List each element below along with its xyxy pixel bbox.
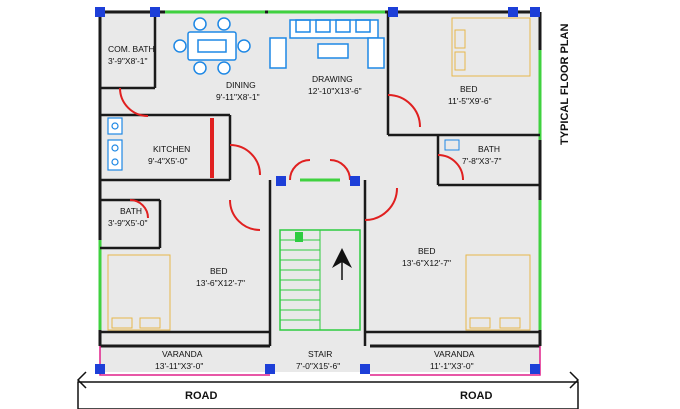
room-size-com-bath: 3'-9"X8'-1" (108, 56, 148, 66)
sink-icon (107, 117, 123, 135)
bed-right (465, 254, 531, 331)
room-size-bed-right: 13'-6"X12'-7" (402, 258, 451, 268)
room-size-varanda-left: 13'-11"X3'-0" (155, 361, 203, 371)
room-size-bed-left: 13'-6"X12'-7" (196, 278, 245, 288)
room-name-stair: STAIR (308, 349, 332, 359)
room-name-drawing: DRAWING (312, 74, 353, 84)
door-bed-top (387, 94, 421, 128)
room-size-kitchen: 9'-4"X5'-0" (148, 156, 188, 166)
room-name-bed-top: BED (460, 84, 477, 94)
north-arrow-icon (332, 248, 352, 280)
door-bath-right (437, 154, 464, 181)
door-bed-left (229, 199, 261, 231)
bed-left (107, 254, 171, 331)
toilet-icon (444, 139, 460, 151)
room-size-drawing: 12'-10"X13'-6" (308, 86, 362, 96)
room-name-bath-left: BATH (120, 206, 142, 216)
stair-post (295, 232, 303, 242)
road-break-right (569, 371, 580, 389)
room-size-stair: 7'-0"X15'-6" (296, 361, 340, 371)
door-kitchen (229, 144, 261, 176)
room-name-dining: DINING (226, 80, 256, 90)
room-name-bed-right: BED (418, 246, 435, 256)
room-name-kitchen: KITCHEN (153, 144, 190, 154)
room-name-com-bath: COM. BATH (108, 44, 155, 54)
road-area (77, 381, 579, 409)
columns (95, 7, 540, 374)
room-size-bath-right: 7'-8"X3'-7" (462, 156, 502, 166)
room-name-bath-right: BATH (478, 144, 500, 154)
door-main-right (329, 159, 351, 181)
stair (279, 229, 361, 331)
interior-walls (100, 12, 540, 346)
room-size-bed-top: 11'-5"X9'-6" (448, 96, 492, 106)
dining-table-icon (173, 17, 251, 75)
sofa-set-icon (269, 19, 385, 69)
road-label-right: ROAD (460, 390, 492, 402)
doors (119, 87, 464, 231)
road-break-left (76, 371, 87, 389)
door-main-left (289, 159, 311, 181)
room-labels: COM. BATH 3'-9"X8'-1" DINING 9'-11"X8'-1… (108, 44, 502, 371)
stove-icon (107, 139, 123, 171)
plan-title: TYPICAL FLOOR PLAN (559, 24, 571, 145)
door-bed-right (364, 187, 398, 221)
parapet-lines (99, 346, 541, 376)
room-size-varanda-right: 11'-1"X3'-0" (430, 361, 474, 371)
room-size-bath-left: 3'-9"X5'-0" (108, 218, 148, 228)
road-label-left: ROAD (185, 390, 217, 402)
bed-icon (107, 17, 531, 331)
bed-top-right (451, 17, 531, 77)
room-name-varanda-left: VARANDA (162, 349, 203, 359)
room-name-bed-left: BED (210, 266, 227, 276)
door-com-bath (119, 87, 149, 117)
windows (98, 10, 542, 330)
door-bath-left (129, 199, 149, 219)
road-strip: ROAD ROAD (76, 371, 580, 409)
room-size-dining: 9'-11"X8'-1" (216, 92, 260, 102)
room-name-varanda-right: VARANDA (434, 349, 475, 359)
